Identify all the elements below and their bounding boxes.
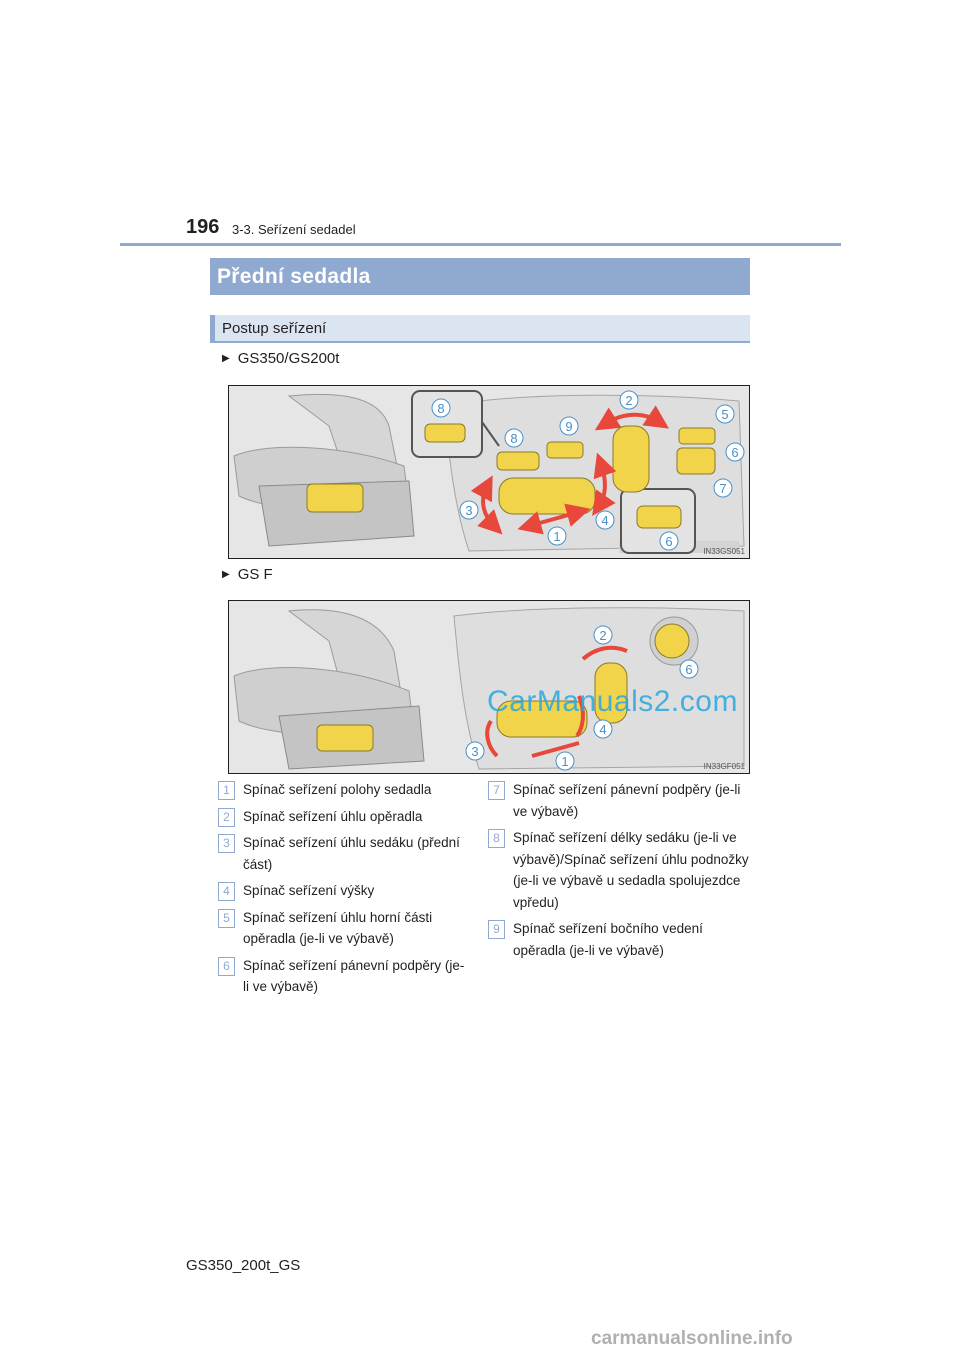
legend-text: Spínač seřízení úhlu opěradla	[243, 808, 423, 824]
callout-label: 3	[465, 503, 472, 518]
subsection-title: Postup seřízení	[210, 315, 750, 343]
legend-number: 1	[218, 781, 235, 800]
legend-item: 5 Spínač seřízení úhlu horní části opěra…	[218, 907, 468, 950]
seat-switch-figure-gs350: 8 2 5 8 9 6 7 3 4 1 6 IN33GS051	[228, 385, 750, 559]
legend-number: 9	[488, 920, 505, 939]
legend-number: 8	[488, 829, 505, 848]
triangle-bullet-icon: ▶	[222, 353, 230, 364]
seat-switch-figure-gsf: 2 6 4 3 1 IN33GF051	[228, 600, 750, 774]
figure-code: IN33GF051	[703, 762, 745, 771]
seat-switch-illustration: 2 6 4 3 1	[229, 601, 749, 773]
callout-label: 4	[601, 513, 608, 528]
legend-item: 3 Spínač seřízení úhlu sedáku (přední čá…	[218, 832, 468, 875]
legend-number: 4	[218, 882, 235, 901]
variant-label-gs350: ▶ GS350/GS200t	[222, 350, 339, 367]
legend-item: 4 Spínač seřízení výšky	[218, 880, 468, 902]
callout-label: 9	[565, 419, 572, 434]
watermark: CarManuals2.com	[487, 685, 738, 718]
variant-label-gsf: ▶ GS F	[222, 566, 273, 583]
legend-left: 1 Spínač seřízení polohy sedadla 2 Spína…	[218, 779, 468, 1003]
legend-text: Spínač seřízení polohy sedadla	[243, 782, 432, 797]
legend-number: 7	[488, 781, 505, 800]
section-breadcrumb: 3-3. Seřízení sedadel	[232, 222, 356, 237]
callout-label: 7	[719, 481, 726, 496]
variant-label-text: GS350/GS200t	[237, 350, 340, 367]
page-number: 196	[186, 216, 220, 238]
callout-label: 8	[510, 431, 517, 446]
legend-text: Spínač seřízení bočního vedení opěradla …	[513, 921, 703, 958]
callout-label: 1	[553, 529, 560, 544]
callout-label: 3	[471, 744, 478, 759]
footer-model-code: GS350_200t_GS	[186, 1257, 301, 1274]
legend-item: 1 Spínač seřízení polohy sedadla	[218, 779, 468, 801]
legend-text: Spínač seřízení úhlu sedáku (přední část…	[243, 835, 460, 872]
callout-label: 6	[685, 662, 692, 677]
legend-text: Spínač seřízení pánevní podpěry (je-li v…	[513, 782, 741, 819]
legend-text: Spínač seřízení úhlu horní části opěradl…	[243, 909, 433, 947]
legend-item: 2 Spínač seřízení úhlu opěradla	[218, 806, 468, 828]
seat-switch-illustration: 8 2 5 8 9 6 7 3 4 1 6	[229, 386, 749, 558]
legend-number: 5	[218, 908, 235, 928]
legend-item: 7 Spínač seřízení pánevní podpěry (je-li…	[488, 779, 750, 822]
callout-label: 8	[437, 401, 444, 416]
callout-label: 1	[561, 754, 568, 769]
callout-label: 2	[599, 628, 606, 643]
legend-item: 6 Spínač seřízení pánevní podpěry (je-li…	[218, 955, 468, 998]
legend-text: Spínač seřízení délky sedáku (je-li ve v…	[513, 830, 749, 910]
legend-right: 7 Spínač seřízení pánevní podpěry (je-li…	[488, 779, 750, 966]
legend-number: 6	[218, 956, 235, 976]
legend-item: 8 Spínač seřízení délky sedáku (je-li ve…	[488, 827, 750, 913]
legend-item: 9 Spínač seřízení bočního vedení opěradl…	[488, 918, 750, 961]
legend-text: Spínač seřízení výšky	[243, 883, 375, 898]
callout-label: 4	[599, 722, 606, 737]
variant-label-text: GS F	[237, 566, 273, 583]
triangle-bullet-icon: ▶	[222, 569, 230, 580]
callout-label: 2	[625, 393, 632, 408]
legend-text: Spínač seřízení pánevní podpěry (je-li v…	[243, 957, 465, 995]
page-title: Přední sedadla	[210, 258, 750, 295]
callout-label: 6	[731, 445, 738, 460]
subsection-accent-bar	[210, 315, 215, 341]
figure-code: IN33GS051	[703, 547, 745, 556]
callout-label: 5	[721, 407, 728, 422]
header-rule	[120, 243, 841, 246]
subsection-title-text: Postup seřízení	[222, 320, 327, 337]
callout-label: 6	[665, 534, 672, 549]
footer-site-watermark: carmanualsonline.info	[591, 1328, 793, 1349]
legend-number: 2	[218, 807, 235, 827]
legend-number: 3	[218, 834, 235, 853]
